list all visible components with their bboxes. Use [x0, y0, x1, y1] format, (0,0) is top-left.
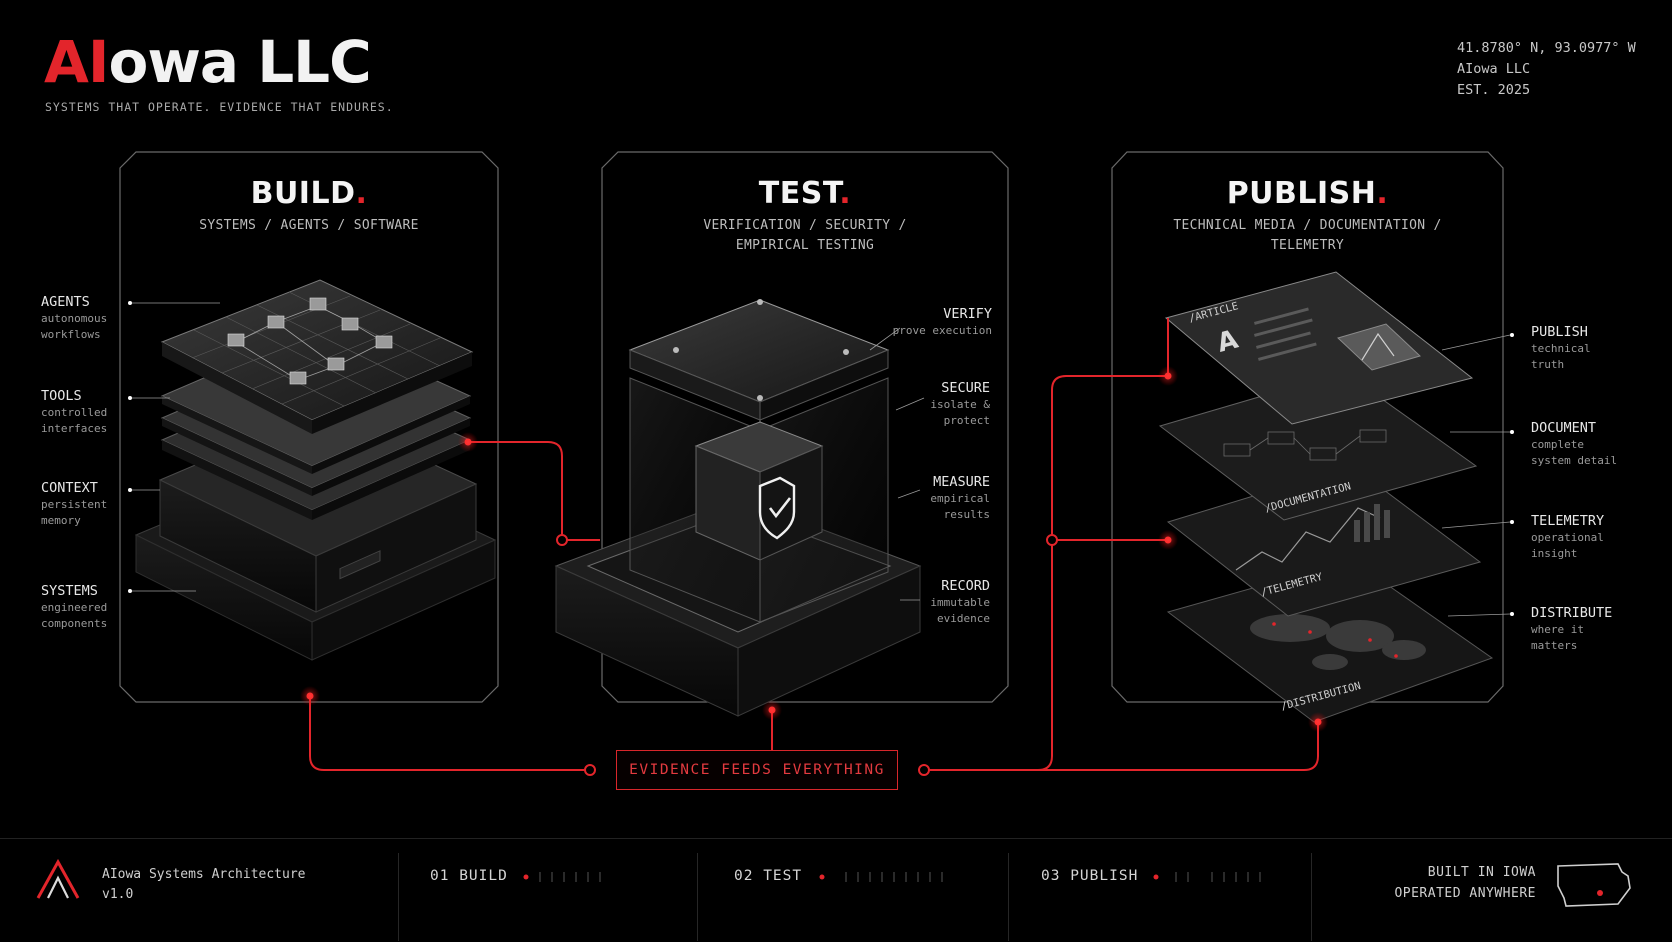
footer-divider [398, 853, 399, 941]
publish-title: PUBLISH. [1226, 176, 1389, 211]
publish-layers [1158, 271, 1494, 723]
brand-name: owa LLC [108, 28, 371, 96]
footer-step-ticks [539, 872, 1261, 882]
company-name: AIowa LLC [1457, 61, 1531, 77]
header-meta: 41.8780° N, 93.0977° W AIowa LLC EST. 2025 [1457, 38, 1636, 101]
build-stack [134, 279, 497, 661]
brand-logo: AIowa LLC [44, 28, 372, 96]
established-year: EST. 2025 [1457, 82, 1531, 98]
brand-accent: AI [44, 28, 109, 96]
shield-icon [758, 476, 796, 540]
test-structure [554, 299, 922, 717]
footer-divider [697, 853, 698, 941]
footer-divider [1311, 853, 1312, 941]
build-frame [119, 151, 499, 703]
footer-version: v1.0 [102, 887, 134, 902]
footer-step-build: 01 BUILD [430, 868, 508, 884]
leader-lines [130, 302, 1511, 617]
evidence-feeds-everything-label: EVIDENCE FEEDS EVERYTHING [616, 750, 898, 790]
flow-nodes [556, 534, 1058, 776]
publish-subtitle: TECHNICAL MEDIA / DOCUMENTATION /TELEMET… [1173, 218, 1442, 253]
publish-frame [1111, 151, 1504, 703]
footer-divider [1008, 853, 1009, 941]
footer-step-test: 02 TEST [734, 868, 803, 884]
build-subtitle: SYSTEMS / AGENTS / SOFTWARE [199, 218, 419, 233]
footer [0, 838, 1672, 942]
test-frame [601, 151, 1009, 703]
coordinates: 41.8780° N, 93.0977° W [1457, 40, 1636, 56]
build-title: BUILD. [250, 176, 368, 211]
test-title: TEST. [758, 176, 852, 211]
tagline: SYSTEMS THAT OPERATE. EVIDENCE THAT ENDU… [45, 100, 394, 114]
evidence-flow [309, 318, 1319, 771]
iowa-map-icon [1557, 863, 1631, 907]
footer-logo-icon [36, 858, 80, 899]
footer-step-publish: 03 PUBLISH [1041, 868, 1139, 884]
test-subtitle: VERIFICATION / SECURITY /EMPIRICAL TESTI… [703, 218, 907, 253]
